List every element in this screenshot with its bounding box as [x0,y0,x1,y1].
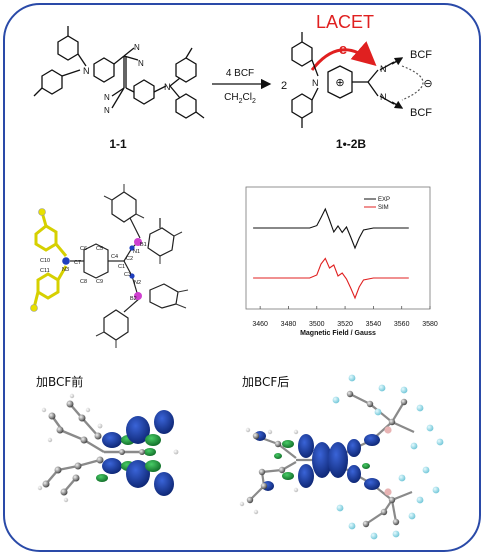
legend-label-exp: EXP [378,197,390,203]
solvent-label: CH2Cl2 [224,92,256,105]
reactant-structure [33,26,205,119]
product-n-amine: N [312,78,319,88]
epr-x-tick-label: 3480 [281,321,297,328]
product-label: 1•-2B [336,137,367,151]
reactant-n-cn3: N [104,93,110,102]
crystal-label: C6 [80,246,87,252]
epr-x-tick-label: 3520 [337,321,353,328]
coefficient-label: 2 [281,80,287,92]
epr-x-axis-label: Magnetic Field / Gauss [300,330,376,337]
epr-legend: EXP SIM [364,197,390,211]
reactant-n-cn4: N [104,106,110,115]
crystal-label: B2 [130,296,137,302]
epr-series-group [253,207,409,300]
crystal-label: N3 [62,267,69,273]
crystal-label: N2 [134,280,141,286]
epr-chart: 3460 3480 3500 3520 3540 3560 3580 EXP SIM Mag… [245,186,438,337]
reagent-label: 4 BCF [226,68,254,79]
orbital-before-bcf [37,393,179,503]
crystal-label: C11 [40,268,50,274]
reactant-atom-labels: N N N N N N [83,43,171,115]
epr-plot-frame [245,186,431,310]
product-n-upper: N [380,64,387,74]
epr-x-tick-label: 3560 [394,321,410,328]
epr-series-exp-line [253,207,409,250]
outer-frame [3,3,481,552]
lacet-label: LACET [316,12,374,32]
orbital-after-bcf [239,374,444,540]
product-n-lower: N [380,92,387,102]
crystal-label: N1 [133,249,140,255]
bcf-bond-upper [391,57,404,66]
bcf-lower-label: BCF [410,107,432,119]
bcf-bond-lower [391,100,404,109]
epr-x-tick-label: 3580 [422,321,438,328]
crystal-structure: B1 N1 C2 C6 C5 C4 C1 C10 C7 N3 C11 C8 C9… [30,184,189,348]
epr-x-tick-label: 3460 [252,321,268,328]
epr-tick-group: 3460 3480 3500 3520 3540 3560 3580 [252,306,438,328]
crystal-label: C9 [96,279,103,285]
crystal-label: C7 [74,260,81,266]
legend-label-sim: SIM [378,205,389,211]
product-structure [291,32,395,128]
before-bcf-label: 加BCF前 [36,374,83,389]
product-plus-charge: ⊕ [335,77,344,89]
bcf-upper-label: BCF [410,49,432,61]
crystal-label: C3 [124,272,131,278]
crystal-label: C5 [96,246,103,252]
product-minus-charge: ⊖ [423,78,432,90]
electron-transfer-arrow [310,41,377,71]
reactant-n-cn1: N [134,43,140,52]
epr-x-tick-label: 3540 [366,321,382,328]
epr-series-sim-line [253,257,409,300]
reactant-n-right: N [164,82,171,92]
crystal-label: C2 [126,256,133,262]
reactant-label: 1-1 [109,137,127,151]
crystal-label: C4 [111,254,118,260]
reactant-n-left: N [83,66,90,76]
minus-delocalization-arc [401,65,424,101]
crystal-label: B1 [140,242,147,248]
epr-x-tick-label: 3500 [309,321,325,328]
after-bcf-label: 加BCF后 [242,375,289,389]
crystal-label: C8 [80,279,87,285]
reactant-n-cn2: N [138,59,144,68]
crystal-label: C10 [40,258,50,264]
crystal-label: C1 [118,264,125,270]
